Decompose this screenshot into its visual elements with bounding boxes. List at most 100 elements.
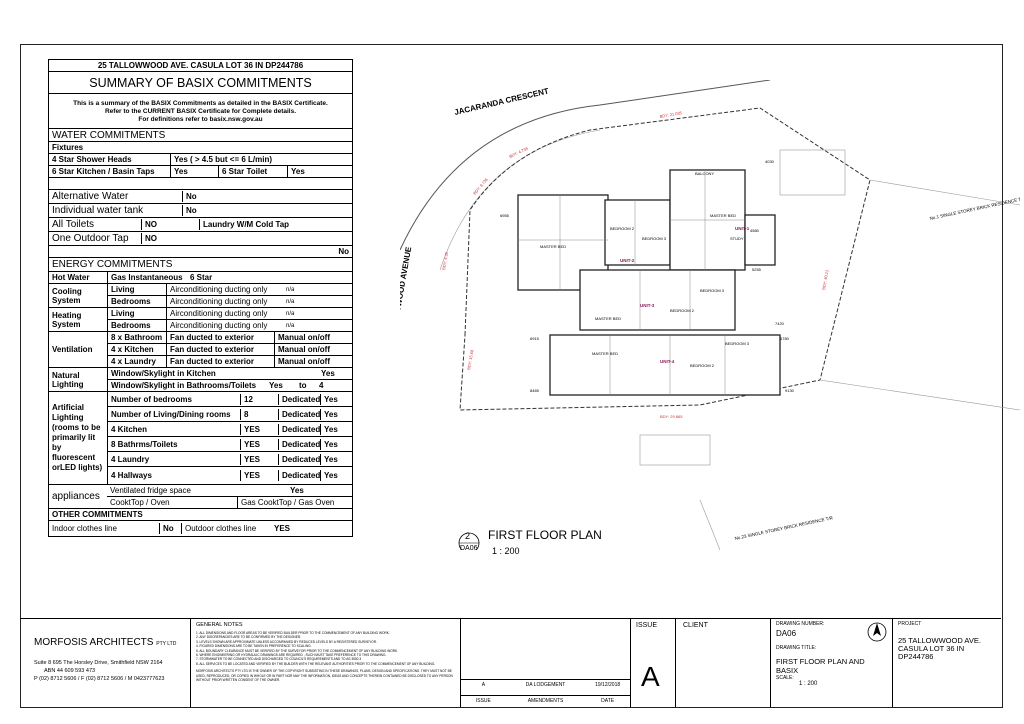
outdoor-tap-row: One Outdoor Tap NO bbox=[49, 232, 352, 246]
kitchen-yes: Yes bbox=[320, 423, 341, 435]
water-heading-text: WATER COMMITMENTS bbox=[52, 129, 166, 141]
energy-heading: ENERGY COMMITMENTS bbox=[49, 258, 352, 272]
firm-block: MORFOSIS ARCHITECTS PTY LTD Suite 8 695 … bbox=[20, 619, 190, 707]
cooling-bedrooms-na: n/a bbox=[286, 298, 295, 305]
boundary-label: BDY: 21.035 bbox=[659, 110, 683, 119]
drawing-title: FIRST FLOOR PLAN AND BASIX bbox=[776, 657, 865, 675]
firm-address-2: ABN 44 609 593 473 bbox=[44, 668, 96, 674]
cooling-bedrooms-value: Airconditioning ducting only bbox=[166, 296, 283, 307]
dimension: 6915 bbox=[530, 336, 540, 341]
intro-line-3: For definitions refer to basix.nsw.gov.a… bbox=[138, 116, 263, 123]
issue-label: ISSUE bbox=[636, 622, 658, 629]
vent-bathroom-manual: Manual on/off bbox=[274, 332, 333, 343]
alt-water-value: No bbox=[182, 191, 222, 202]
heating-bedrooms-value: Airconditioning ducting only bbox=[166, 320, 283, 331]
drawing-ref-number: 2 bbox=[465, 531, 471, 541]
dimension: 4580 bbox=[750, 228, 760, 233]
all-toilets-row: All Toilets NO Laundry W/M Cold Tap bbox=[49, 218, 352, 232]
heating-living-value: Airconditioning ducting only bbox=[166, 308, 283, 319]
dimension: 6780 bbox=[780, 336, 790, 341]
address-header-text: 25 TALLOWWOOD AVE. CASULA LOT 36 IN DP24… bbox=[97, 61, 304, 70]
vent-laundry: 4 x Laundry bbox=[111, 357, 156, 366]
building-footprint bbox=[517, 169, 781, 396]
room-label: MASTER BED bbox=[710, 213, 736, 218]
tank-value: No bbox=[182, 205, 222, 216]
firm-name: MORFOSIS ARCHITECTS PTY LTD bbox=[34, 637, 176, 648]
vent-laundry-fan: Fan ducted to exterior bbox=[166, 356, 274, 367]
drawing-number-label: DRAWING NUMBER: bbox=[776, 621, 825, 627]
fridge-label: Ventilated fridge space bbox=[110, 486, 191, 495]
bedrooms-yes: Yes bbox=[320, 393, 341, 405]
vent-kitchen-fan: Fan ducted to exterior bbox=[166, 344, 274, 355]
summary-title-text: SUMMARY OF BASIX COMMITMENTS bbox=[89, 75, 312, 90]
toilet-label: 6 Star Toilet bbox=[218, 166, 287, 177]
amendment-date: 19/12/2018 bbox=[595, 682, 621, 688]
street-top-label: JACARANDA CRESCENT bbox=[453, 86, 549, 117]
kitchen-dedicated: Dedicated bbox=[278, 423, 320, 435]
dimension: 9130 bbox=[785, 388, 795, 393]
other-heading-text: OTHER COMMITMENTS bbox=[52, 510, 143, 519]
tank-row: Individual water tank No bbox=[49, 204, 352, 218]
living-count-label: Number of Living/Dining rooms bbox=[111, 409, 231, 419]
living-count: 8 bbox=[240, 408, 278, 420]
firm-address-1: Suite 8 695 The Horsley Drive, Smithfiel… bbox=[34, 660, 163, 666]
living-yes: Yes bbox=[320, 408, 341, 420]
room-label: BEDROOM 2 bbox=[610, 226, 635, 231]
drawing-title-label: DRAWING TITLE: bbox=[776, 645, 817, 651]
natural-lighting-label: Natural Lighting bbox=[52, 370, 84, 389]
dimension: 5255 bbox=[752, 267, 762, 272]
firm-name-text: MORFOSIS ARCHITECTS bbox=[34, 637, 154, 648]
hot-water-row: Hot Water Gas Instantaneous 6 Star bbox=[49, 272, 352, 284]
bedrooms-count-label: Number of bedrooms bbox=[111, 394, 192, 404]
window-bath-to: to bbox=[299, 381, 307, 390]
tank-label: Individual water tank bbox=[52, 205, 144, 216]
plan-title: FIRST FLOOR PLAN bbox=[488, 528, 602, 542]
room-label: BEDROOM 3 bbox=[725, 341, 750, 346]
hallways-lighting-yes: YES bbox=[240, 470, 278, 481]
scale-value: 1 : 200 bbox=[799, 681, 818, 687]
laundry-tap-label: Laundry W/M Cold Tap bbox=[199, 219, 299, 230]
amendment-header: ISSUE AMENDMENTS DATE bbox=[461, 695, 630, 704]
water-blank-row: No bbox=[49, 246, 352, 258]
intro-line-1: This is a summary of the BASIX Commitmen… bbox=[73, 100, 328, 107]
basix-summary-table: 25 TALLOWWOOD AVE. CASULA LOT 36 IN DP24… bbox=[48, 59, 353, 537]
col-amendments: AMENDMENTS bbox=[527, 698, 564, 704]
plan-scale: 1 : 200 bbox=[492, 546, 520, 556]
artificial-lighting-block: Artificial Lighting (rooms to be primari… bbox=[49, 392, 352, 485]
issue-letter: A bbox=[641, 661, 660, 692]
room-label: STUDY bbox=[730, 236, 744, 241]
cooling-living-na: n/a bbox=[286, 286, 295, 293]
hot-water-star: 6 Star bbox=[190, 273, 213, 282]
col-date: DATE bbox=[601, 698, 615, 704]
indoor-clothes-value: No bbox=[159, 523, 181, 534]
unit-label: UNIT-3 bbox=[640, 303, 655, 308]
shower-label: 4 Star Shower Heads bbox=[52, 155, 132, 164]
laundry-lighting-label: 4 Laundry bbox=[111, 454, 150, 464]
hallways-dedicated: Dedicated bbox=[278, 470, 320, 481]
intro-line-2: Refer to the CURRENT BASIX Certificate f… bbox=[104, 108, 297, 115]
hallways-yes: Yes bbox=[320, 470, 341, 481]
window-kitchen-value: Yes bbox=[321, 369, 335, 378]
other-heading: OTHER COMMITMENTS bbox=[49, 509, 352, 521]
firm-address: Suite 8 695 The Horsley Drive, Smithfiel… bbox=[34, 659, 164, 683]
vent-kitchen: 4 x Kitchen bbox=[111, 345, 154, 354]
dimension: 7420 bbox=[775, 321, 785, 326]
cooling-living: Living bbox=[111, 285, 135, 294]
toilet-value: Yes bbox=[287, 166, 327, 177]
clothes-line-row: Indoor clothes line No Outdoor clothes l… bbox=[49, 521, 352, 536]
copyright-note: MORFOSIS ARCHITECTS PTY LTD IS THE OWNER… bbox=[196, 669, 453, 683]
window-kitchen: Window/Skylight in Kitchen bbox=[111, 369, 216, 378]
cooling-bedrooms: Bedrooms bbox=[111, 297, 151, 306]
boundary-label: BDY: 15.68 bbox=[466, 349, 475, 371]
neighbour-2-label: No.23 SINGLE STOREY BRICK RESIDENCE T/R bbox=[734, 515, 834, 541]
project-label: PROJECT bbox=[898, 621, 922, 627]
boundary-label: BDY: 29.865 bbox=[660, 414, 683, 419]
heating-bedrooms: Bedrooms bbox=[111, 321, 151, 330]
drawing-info-block: DRAWING NUMBER: DA06 DRAWING TITLE: FIRS… bbox=[770, 619, 892, 707]
boundary-label: BDY: 4.35 bbox=[441, 251, 449, 270]
heating-living: Living bbox=[111, 309, 135, 318]
room-label: MASTER BED bbox=[595, 316, 621, 321]
heating-label: Heating System bbox=[52, 310, 82, 329]
street-curve bbox=[400, 80, 771, 251]
firm-suffix: PTY LTD bbox=[156, 641, 177, 647]
